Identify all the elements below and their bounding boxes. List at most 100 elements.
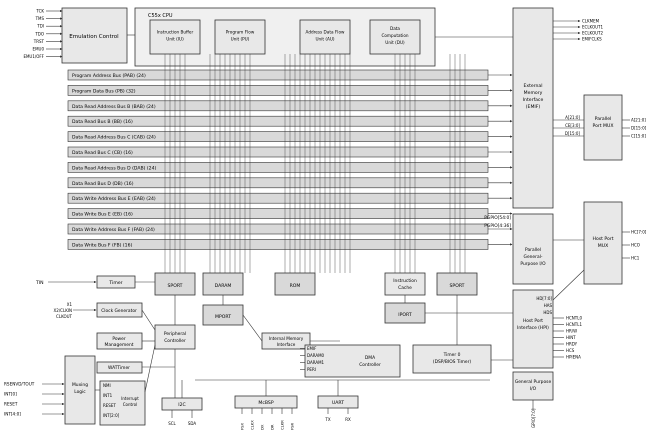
periph-l1: Peripheral	[164, 331, 186, 337]
tin-pin: TIN	[35, 280, 44, 286]
timer-label: Timer	[108, 280, 122, 286]
dma-port-0: EMIF	[307, 346, 317, 351]
sport-left: SPORT	[154, 272, 196, 296]
host-port-mux: Host Port MUX	[583, 201, 623, 285]
parallel-pin-0: A[21:0]	[631, 118, 646, 123]
interrupt-control: Interrupt Control	[99, 380, 146, 426]
cpu-unit-1-l2: Unit (PU)	[231, 37, 250, 42]
emif-block: External Memory Interface (EMIF)	[512, 7, 554, 209]
bus-label-7: Data Read Bus D (DB) (16)	[72, 181, 134, 187]
iport-label: IPORT	[398, 312, 412, 318]
bus-label-6: Data Read Address Bus D (DAB) (24)	[72, 165, 157, 171]
bus-label-10: Data Write Address Bus F (FAB) (24)	[72, 227, 155, 233]
mcbsp-pin-0: FSX	[240, 422, 245, 430]
power-management: Power Management	[96, 332, 143, 350]
gpio-pin-0: PGPIO[54:0]	[484, 215, 511, 221]
parallel-gpio: Parallel General- Purpose I/O PGPIO[54:0…	[484, 213, 554, 285]
mcbsp-pin-4: CLKR	[280, 420, 285, 430]
bus-connections	[164, 54, 466, 273]
parallel-l2: Port MUX	[592, 123, 613, 129]
emif-right-pin-3: EMIFCLKS	[582, 37, 602, 42]
rom-block: ROM	[274, 272, 316, 296]
mcbsp-pin-2: DX	[260, 424, 265, 430]
hostmux-pin-0: HC[7:0]	[631, 230, 647, 235]
hpi-right-pin-4: HRDY	[566, 342, 578, 347]
daram-block: DARAM	[202, 272, 244, 296]
clk-pin-x1: X1	[67, 302, 73, 307]
emu-pin-4: TRST	[33, 39, 45, 44]
parallel-l1: Parallel	[595, 116, 612, 122]
instruction-cache: Instruction Cache	[384, 272, 426, 296]
daram-label: DARAM	[215, 283, 232, 289]
icache-l1: Instruction	[393, 278, 417, 284]
emif-pins: A[21:0]CE[3:0]D[15:0]CLKMEMECLKOUT1ECLKO…	[553, 19, 603, 136]
cpu-unit-3-l2: Computation	[381, 33, 408, 38]
watchdog-label: WATTimer	[108, 365, 130, 371]
internal-memory-interface: Internal Memory Interface	[261, 332, 311, 350]
dma-controller: DMA Controller	[304, 344, 401, 378]
i2c-pin-0: SCL	[168, 421, 176, 426]
hpi-right-pin-0: HCNTL0	[566, 316, 582, 321]
bus-10: Data Write Address Bus F (FAB) (24)	[67, 223, 513, 235]
i2c-block: I2C	[161, 397, 203, 411]
hpi-l1: Host Port	[523, 318, 543, 324]
int-l1: Interrupt	[121, 396, 139, 401]
power-l1: Power	[112, 336, 125, 342]
emif-right-pin-0: CLKMEM	[582, 19, 600, 24]
uart-pin-1: RX	[345, 417, 351, 422]
bus-6: Data Read Address Bus D (DAB) (24)	[67, 162, 513, 173]
uart-block: UART	[317, 395, 359, 409]
emif-l2: Memory	[524, 90, 543, 96]
peripheral-controller: Peripheral Controller	[154, 324, 196, 350]
mcbsp-pin-1: CLKX	[250, 420, 255, 430]
clk-pin-x2: X2/CLKIN	[54, 308, 72, 313]
mport-label: MPORT	[215, 314, 231, 320]
hostmux-pin-1: HCO	[631, 243, 640, 248]
bus-0: Program Address Bus (PAB) (24)	[67, 69, 513, 81]
power-l2: Management	[105, 342, 134, 348]
hpi-left-pin-2: HDS	[543, 310, 552, 315]
bus-2: Data Read Address Bus B (BAB) (24)	[67, 100, 513, 112]
left-pin-2: RESET	[4, 402, 18, 407]
bus-label-9: Data Write Bus E (EB) (16)	[72, 212, 133, 218]
timer-block: TIN Timer	[35, 275, 136, 289]
imi-l1: Internal Memory	[269, 336, 304, 341]
emif-right-pin-2: ECLKOUT2	[582, 31, 603, 36]
bus-4: Data Read Address Bus C (CAB) (24)	[67, 131, 513, 142]
left-pin-3: INT[4:0]	[4, 412, 21, 417]
hpi-right-pin-5: HCS	[566, 348, 575, 353]
emif-right-pin-1: ECLKOUT1	[582, 25, 603, 30]
emulation-label: Emulation Control	[69, 34, 119, 40]
gpio-l1: Parallel	[525, 247, 541, 253]
watchdog-timer: WATTimer	[96, 361, 143, 374]
cpu-unit-3-l3: Unit (DU)	[385, 40, 405, 45]
connection-lines	[95, 34, 585, 398]
emu-pin-2: TDI	[36, 24, 44, 29]
mport-block: MPORT	[202, 304, 244, 326]
sport-right: SPORT	[436, 272, 478, 296]
timer0-l2: (DSP/BIOS Timer)	[433, 359, 472, 365]
dma-port-1: DARAM0	[307, 353, 325, 358]
parallel-pin-2: C[15:0]	[631, 134, 646, 139]
cpu-unit-2-l2: Unit (AU)	[315, 37, 334, 42]
emu-pin-5: EMU0	[33, 47, 45, 52]
emu-pin-1: TMS	[35, 16, 45, 21]
gpio-main-l2: I/O	[530, 386, 537, 392]
muxing-logic: Muxing Logic	[64, 355, 96, 425]
emif-left-pin-1: CE[3:0]	[565, 123, 580, 128]
bus-label-2: Data Read Address Bus B (BAB) (24)	[72, 104, 156, 110]
emif-l4: (EMIF)	[526, 104, 541, 110]
parallel-pin-1: D[15:0]	[631, 126, 647, 131]
mcbsp-label: McBSP	[258, 400, 273, 406]
periph-l2: Controller	[164, 338, 186, 344]
left-pin-1: INT[0]	[4, 392, 17, 397]
cpu-title: C55x CPU	[148, 13, 173, 19]
bus-7: Data Read Bus D (DB) (16)	[67, 177, 513, 189]
gpio-l2: General-	[524, 254, 543, 260]
int-pin-2: RESET	[103, 403, 116, 408]
